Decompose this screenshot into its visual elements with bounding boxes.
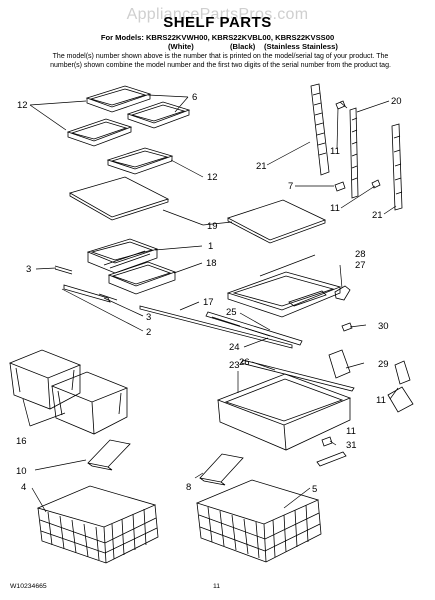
callout-23: 23 xyxy=(229,360,240,371)
callout-7: 7 xyxy=(288,181,293,192)
screw-part xyxy=(321,436,333,447)
callout-31: 31 xyxy=(346,440,357,451)
callout-19: 19 xyxy=(207,221,218,232)
callout-12: 12 xyxy=(17,100,28,111)
shelf-rail-part xyxy=(240,359,355,392)
shelf-rail-part xyxy=(139,305,293,349)
callout-28: 28 xyxy=(355,249,366,260)
color-white: (White) xyxy=(168,42,194,51)
drawer-cover-part xyxy=(87,439,131,468)
callout-27: 27 xyxy=(355,260,366,271)
meat-pan-part xyxy=(216,373,352,451)
callout-16: 16 xyxy=(16,436,27,447)
model-list: For Models: KBRS22KVWH00, KBRS22KVBL00, … xyxy=(100,33,335,42)
callout-5: 5 xyxy=(312,484,317,495)
hinge-part xyxy=(387,386,414,413)
glass-shelf-left xyxy=(68,176,170,218)
shelf-trim-part xyxy=(63,284,111,303)
callout-12: 12 xyxy=(207,172,218,183)
callout-10: 10 xyxy=(16,466,27,477)
drawer-cover-part xyxy=(199,453,244,483)
callout-21: 21 xyxy=(256,161,267,172)
callout-3: 3 xyxy=(146,312,151,323)
shelf-trim-part xyxy=(54,265,73,275)
page-number: 11 xyxy=(213,583,221,590)
color-black: (Black) xyxy=(230,42,256,51)
shelf-tray-part xyxy=(126,101,191,129)
callout-4: 4 xyxy=(21,482,26,493)
color-stainless: (Stainless Stainless) xyxy=(264,42,338,51)
callout-11: 11 xyxy=(330,203,340,214)
hinge-part xyxy=(328,349,351,379)
wire-basket-part xyxy=(195,479,322,563)
side-rail-part xyxy=(310,83,330,176)
page-title: SHELF PARTS xyxy=(163,14,272,31)
callout-24: 24 xyxy=(229,342,240,353)
screw-part xyxy=(334,181,346,192)
shelf-trim-part xyxy=(205,311,303,346)
callout-2: 2 xyxy=(146,327,151,338)
shelf-frame-part xyxy=(107,261,177,295)
shelf-frame-part xyxy=(86,238,159,274)
wire-basket-part xyxy=(36,485,159,564)
watermark: AppliancePartsPros.com xyxy=(126,6,309,23)
document-number: W10234665 xyxy=(10,583,47,590)
screw-part xyxy=(371,179,381,189)
callout-18: 18 xyxy=(206,258,217,269)
bracket-part xyxy=(316,451,347,467)
callout-11: 11 xyxy=(330,146,340,157)
side-rail-part xyxy=(391,123,403,211)
shelf-trim-part xyxy=(98,293,118,301)
callout-17: 17 xyxy=(203,297,214,308)
callout-1: 1 xyxy=(208,241,213,252)
callout-29: 29 xyxy=(378,359,389,370)
callout-30: 30 xyxy=(378,321,389,332)
callout-25: 25 xyxy=(226,307,237,318)
callout-8: 8 xyxy=(186,482,191,493)
callout-11: 11 xyxy=(346,426,356,437)
callout-6: 6 xyxy=(192,92,197,103)
shelf-frame-part xyxy=(226,271,342,318)
callout-3: 3 xyxy=(26,264,31,275)
callout-11: 11 xyxy=(376,395,386,406)
bracket-part xyxy=(334,285,351,301)
callout-20: 20 xyxy=(391,96,402,107)
callout-21: 21 xyxy=(372,210,383,221)
hinge-part xyxy=(394,360,411,385)
shelf-tray-part xyxy=(66,118,133,147)
glass-shelf-right xyxy=(226,199,327,241)
crisper-drawer-part xyxy=(50,371,129,435)
screw-part xyxy=(335,100,348,110)
crisper-drawer-part xyxy=(8,349,82,410)
callout-26: 26 xyxy=(239,357,250,368)
side-rail-part xyxy=(349,107,359,199)
screw-part xyxy=(341,322,353,332)
model-note: The model(s) number shown above is the n… xyxy=(50,53,391,69)
shelf-tray-part xyxy=(85,85,152,113)
shelf-tray-part xyxy=(106,147,174,175)
